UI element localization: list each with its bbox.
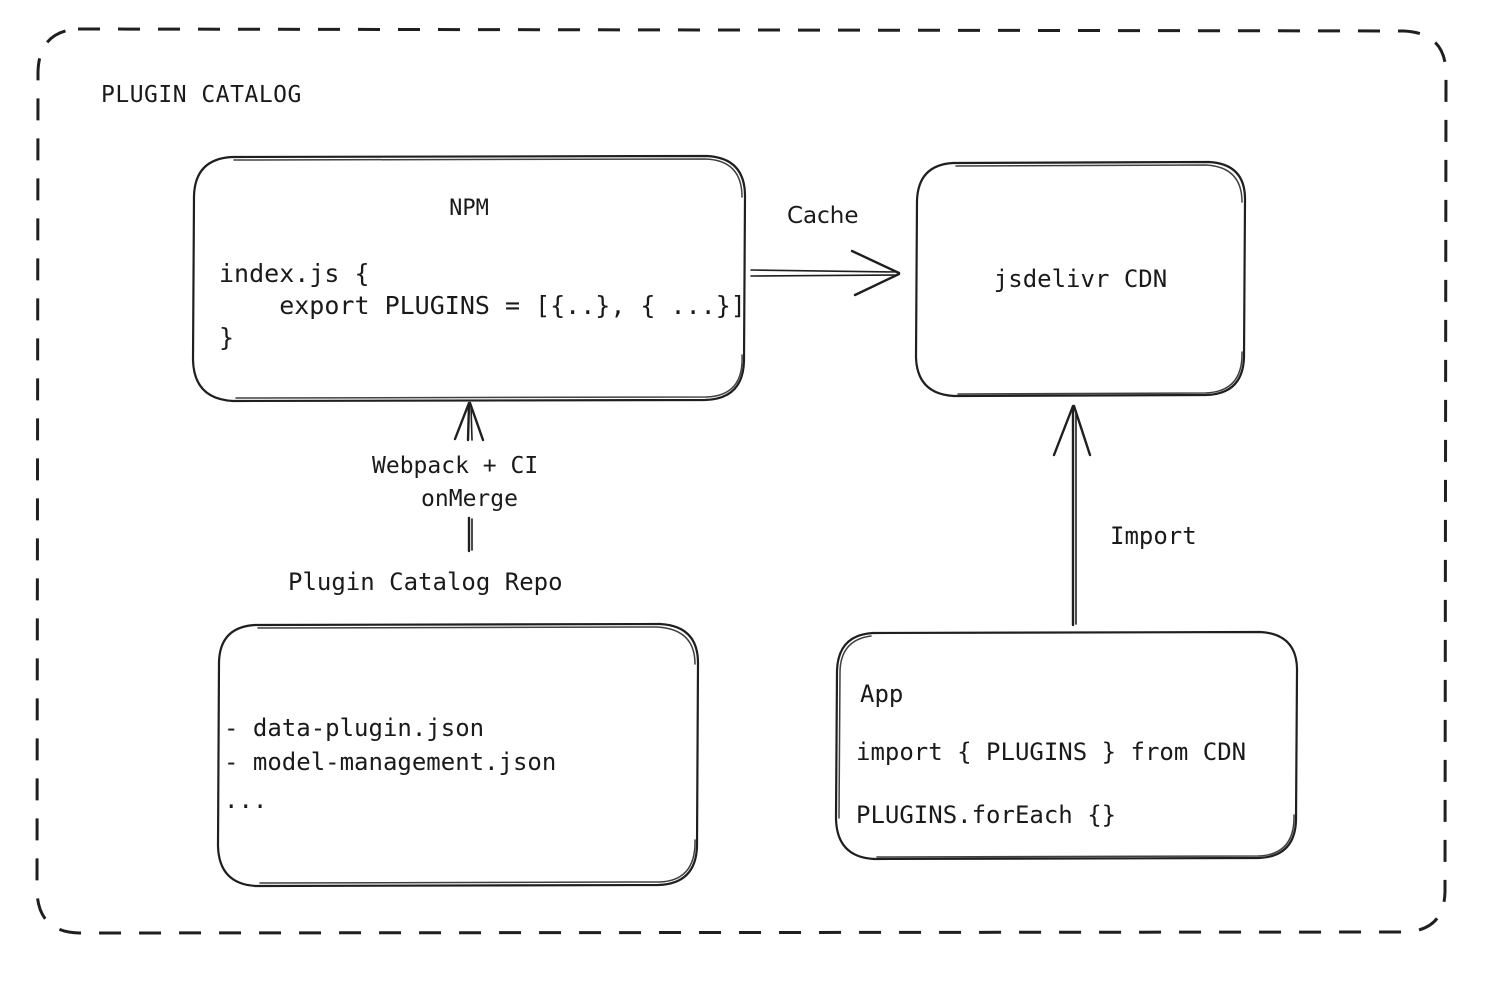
app-box-title: App <box>860 680 904 708</box>
repo-caption: Plugin Catalog Repo <box>288 568 563 596</box>
plugin-catalog-title: PLUGIN CATALOG <box>101 82 302 108</box>
edge-label-cache: Cache <box>787 203 859 229</box>
repo-code-line-3: ... <box>224 786 268 814</box>
arrow-npm-to-cdn <box>750 249 901 297</box>
arrow-repo-to-npm <box>453 401 485 553</box>
cdn-box-outline <box>914 160 1247 398</box>
npm-box-title: NPM <box>449 196 489 221</box>
repo-code-line-2: - model-management.json <box>224 748 557 776</box>
plugin-catalog-container <box>35 27 1448 935</box>
edge-label-import: Import <box>1110 522 1197 550</box>
app-code-line-1: import { PLUGINS } from CDN <box>856 738 1247 766</box>
repo-code-line-1: - data-plugin.json <box>224 714 485 742</box>
cdn-box-title: jsdelivr CDN <box>993 265 1168 293</box>
app-box-outline <box>834 630 1299 861</box>
npm-box-outline <box>191 154 747 403</box>
npm-code-line-2: export PLUGINS = [{..}, { ...}] <box>219 291 746 320</box>
edge-label-webpack-ci: Webpack + CI <box>372 453 539 479</box>
app-code-line-2: PLUGINS.forEach {} <box>856 801 1117 829</box>
arrow-app-to-cdn <box>1052 404 1092 627</box>
npm-code-line-3: } <box>219 323 235 352</box>
npm-code-line-1: index.js { <box>219 259 370 288</box>
repo-box-outline <box>216 622 700 888</box>
edge-label-onmerge: onMerge <box>421 486 518 512</box>
